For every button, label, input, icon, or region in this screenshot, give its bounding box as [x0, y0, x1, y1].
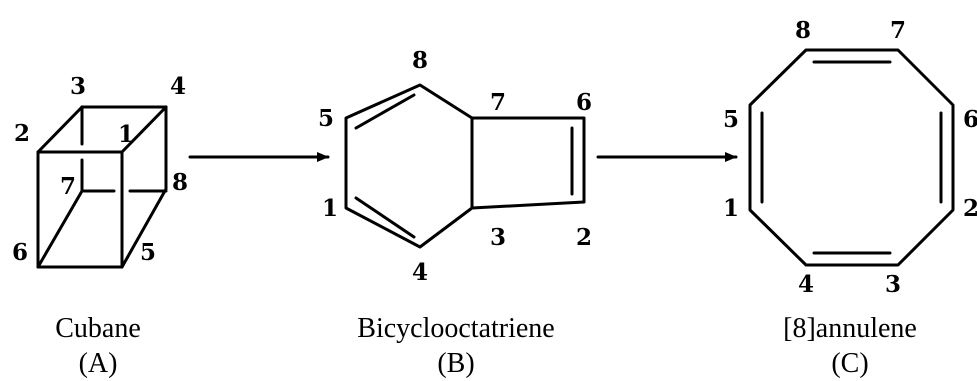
- bicyclo-atom-2: 2: [576, 224, 592, 251]
- bicyclo-double-bond-5-8: [354, 93, 416, 130]
- cubane-atom-8: 8: [172, 169, 188, 196]
- caption-cubane-name: Cubane: [55, 313, 141, 344]
- annulene-structure: 1 2 3 4 5 6 7 8: [723, 17, 977, 298]
- bicyclo-atom-5: 5: [318, 105, 334, 132]
- caption-bicyclo-label: (B): [437, 348, 474, 379]
- bicyclo-six-ring: [344, 83, 474, 249]
- caption-annulene-name: [8]annulene: [783, 313, 917, 344]
- caption-cubane-label: (A): [79, 348, 118, 379]
- cubane-edge-1-4: [120, 105, 168, 154]
- bicyclo-atom-6: 6: [576, 89, 592, 116]
- bicyclooctatriene-structure: 2 1 3 4 5 6 7 8: [318, 47, 592, 286]
- bicyclo-four-ring: [470, 116, 586, 210]
- bicyclo-atom-8: 8: [412, 47, 428, 74]
- bicyclo-atom-7: 7: [490, 89, 506, 116]
- cubane-edge-5-8: [120, 187, 168, 269]
- caption-bicyclo-name: Bicyclooctatriene: [357, 313, 554, 344]
- cubane-edge-2-3: [36, 105, 84, 154]
- annulene-atom-5: 5: [723, 106, 739, 133]
- annulene-atom-7: 7: [890, 17, 906, 44]
- annulene-atom-8: 8: [795, 17, 811, 44]
- annulene-atom-4: 4: [798, 271, 814, 298]
- bicyclo-double-bond-1-4: [354, 196, 416, 239]
- cubane-atom-4: 4: [170, 73, 186, 100]
- cubane-atom-1: 1: [118, 121, 134, 148]
- bicyclo-atom-1: 1: [322, 195, 338, 222]
- annulene-atom-6: 6: [963, 106, 977, 133]
- annulene-atom-1: 1: [723, 195, 739, 222]
- cubane-atom-3: 3: [70, 73, 86, 100]
- cubane-edge-6-7: [36, 189, 84, 269]
- bicyclo-atom-3: 3: [490, 224, 506, 251]
- bicyclo-atom-4: 4: [412, 259, 428, 286]
- cubane-atom-6: 6: [12, 239, 28, 266]
- annulene-atom-2: 2: [963, 195, 977, 222]
- cubane-atom-5: 5: [140, 239, 156, 266]
- annulene-ring: [748, 48, 955, 267]
- cubane-atom-7: 7: [60, 173, 76, 200]
- cubane-front-face: [36, 150, 124, 269]
- annulene-atom-3: 3: [885, 271, 901, 298]
- cubane-atom-2: 2: [14, 120, 30, 147]
- cubane-structure: 1 2 3 4 5 6 7 8: [12, 73, 188, 269]
- caption-annulene-label: (C): [831, 348, 868, 379]
